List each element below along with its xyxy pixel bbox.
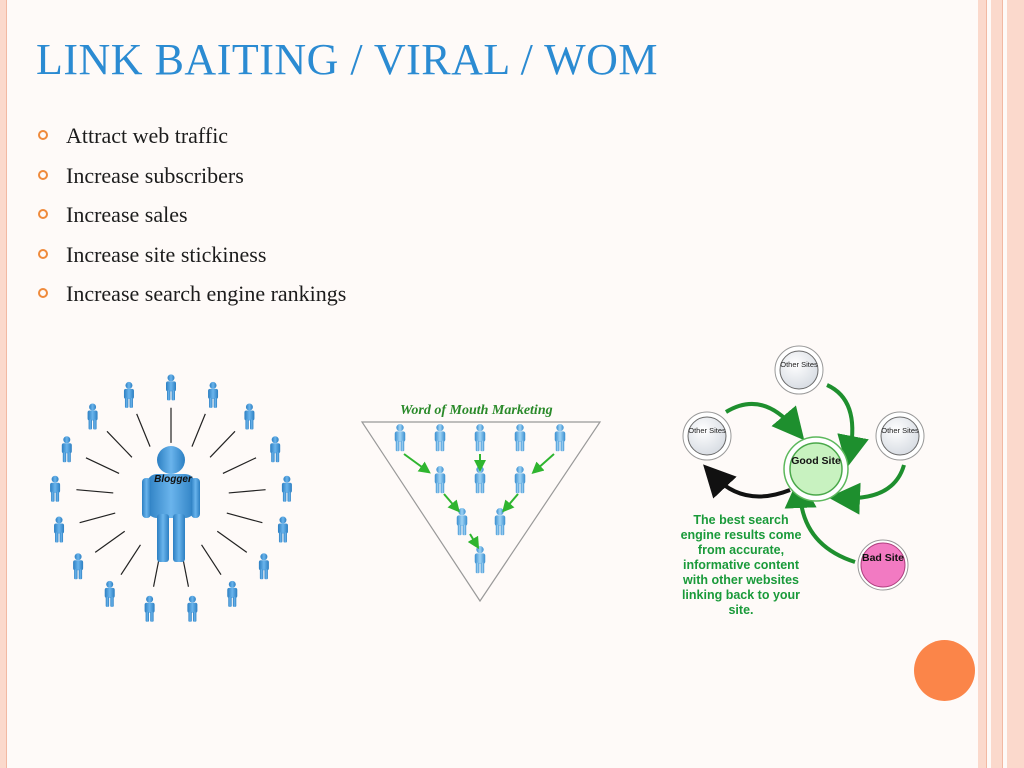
follower-person-icon [166,374,176,401]
network-lines [76,407,266,587]
network-line [226,512,263,524]
bullet-text: Increase subscribers [66,162,244,188]
bullet-text: Increase search engine rankings [66,281,347,306]
follower-person-icon [73,553,84,580]
network-line [191,413,206,447]
follower-person-icon [208,381,219,408]
wom-person-icon [494,508,506,536]
network-line [79,512,116,524]
slide-right-border [978,0,1024,768]
other-sites-left-label: Other Sites [688,426,726,435]
wom-person-icon [514,424,526,452]
follower-person-icon [123,381,134,408]
follower-person-icon [244,403,255,430]
follower-person-icon [281,475,292,502]
other-sites-top-label: Other Sites [780,360,818,369]
network-line [85,457,120,474]
arrow-bad-to-good [784,476,856,564]
bad-site-node: Bad Site [857,539,909,591]
decorative-orange-circle [914,640,975,701]
wom-person-icons [394,424,566,574]
follower-person-icon [277,516,288,543]
follower-person-icon [87,403,98,430]
wom-person-icon [474,424,486,452]
bullet-text: Increase site stickiness [66,241,267,267]
network-line [222,457,257,474]
wom-person-icon [434,466,446,494]
word-of-mouth-figure: Word of Mouth Marketing [360,403,602,603]
network-line [228,489,266,494]
other-sites-top-node: Other Sites [774,345,824,395]
wom-person-icon [434,424,446,452]
bullet-icon [38,288,48,298]
good-site-node: Good Site [783,436,849,502]
bullet-item: Increase sales [38,195,346,235]
follower-person-icon [50,475,61,502]
bullet-icon [38,248,48,259]
follower-person-icon [54,516,65,543]
other-sites-right-label: Other Sites [881,426,919,435]
arrow-good-to-left [703,464,791,499]
network-line [76,489,114,494]
good-site-label: Good Site [791,455,841,467]
follower-person-icon [144,595,155,622]
bullet-icon [38,130,48,140]
bullet-text: Attract web traffic [66,123,229,148]
wom-person-icon [554,424,566,452]
wom-caption: Word of Mouth Marketing [400,403,553,418]
bullet-icon [38,209,48,219]
network-line [136,413,151,447]
bad-site-label: Bad Site [861,552,904,564]
bullet-item: Attract web traffic [38,116,346,156]
wom-person-icon [514,466,526,494]
follower-person-icon [270,436,281,463]
blogger-label: Blogger [154,474,193,485]
arrow-top-to-good [826,383,869,468]
arrow-right-to-good [828,464,906,515]
slide-title: LINK BAITING / VIRAL / WOM [36,35,659,84]
wom-person-icon [456,508,468,536]
wom-person-icon [474,546,486,574]
blogger-network-figure: Blogger [50,374,292,622]
wom-arrows [403,453,555,550]
slide-left-border [0,0,7,768]
link-diagram: Other Sites Other Sites Other Sites Good… [682,345,925,591]
bullet-list: Attract web traffic Increase subscribers… [38,116,346,314]
network-line [106,430,133,458]
follower-person-icon [258,553,269,580]
blogger-person-icon [142,446,200,562]
network-line [216,530,248,553]
network-line [209,430,236,458]
bullet-item: Increase site stickiness [38,235,346,275]
follower-person-icon [227,580,238,607]
other-sites-right-node: Other Sites [875,411,925,461]
wom-person-icon [394,424,406,452]
bullet-item: Increase subscribers [38,156,346,196]
other-sites-left-node: Other Sites [682,411,732,461]
bullet-icon [38,169,48,180]
bullet-text: Increase sales [66,202,188,227]
seo-description: The best search engine results come from… [680,513,802,617]
follower-icons [50,374,292,622]
follower-person-icon [61,436,72,463]
follower-person-icon [187,595,198,622]
follower-person-icon [104,580,115,607]
arrow-left-to-good [724,402,805,441]
network-line [120,544,141,576]
network-line [94,530,126,553]
bullet-item: Increase search engine rankings [38,274,346,314]
wom-person-icon [474,466,486,494]
network-line [201,544,222,576]
